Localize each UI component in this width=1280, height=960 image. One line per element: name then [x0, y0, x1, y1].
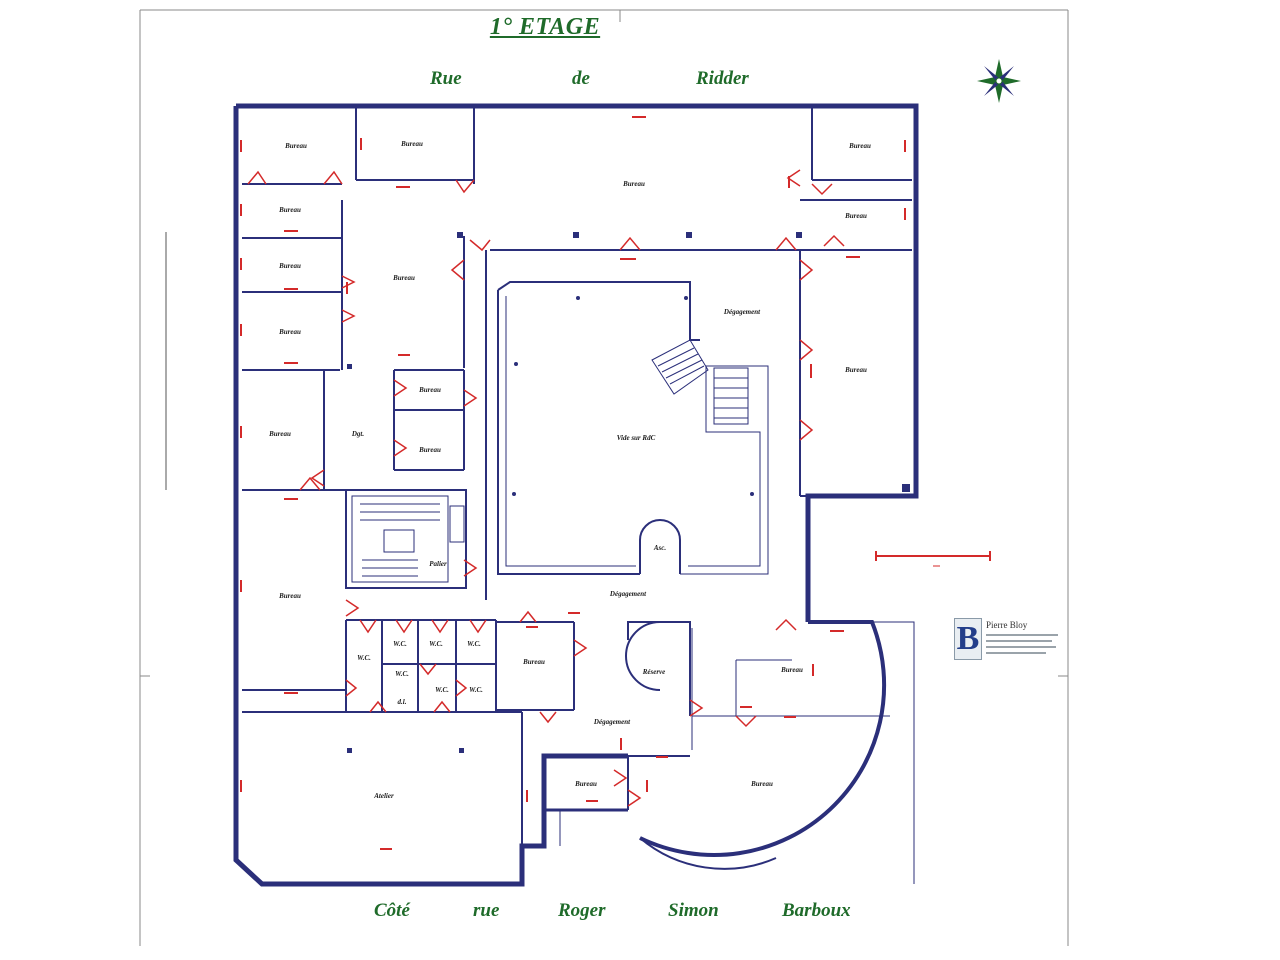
room-label-dgt: Dgt.	[351, 430, 365, 438]
paper-frame	[139, 9, 1069, 946]
room-label-bureau-17: Bureau	[574, 780, 597, 788]
room-label-atelier: Atelier	[373, 792, 394, 800]
room-label-wc-1: W.C.	[357, 654, 371, 662]
room-label-reserve: Réserve	[642, 668, 666, 676]
street-bottom-word-1: Côté	[374, 900, 410, 921]
street-bottom-word-3: Roger	[558, 900, 606, 921]
room-label-bureau-7: Bureau	[278, 262, 301, 270]
room-label-palier: Palier	[429, 560, 447, 568]
interior-partitions	[242, 106, 912, 846]
room-label-wc-3: W.C.	[429, 640, 443, 648]
street-bottom-word-5: Barboux	[782, 900, 851, 921]
room-label-bureau-6: Bureau	[278, 206, 301, 214]
scale-bar	[875, 551, 991, 567]
room-label-bureau-9: Bureau	[392, 274, 415, 282]
room-label-wc-6: W.C.	[435, 686, 449, 694]
structural-columns	[347, 232, 910, 753]
main-staircase	[360, 503, 465, 577]
room-label-degagement-2: Dégagement	[609, 590, 647, 598]
room-label-bureau-13: Bureau	[844, 366, 867, 374]
room-label-bureau-8: Bureau	[278, 328, 301, 336]
room-label-bureau-2: Bureau	[400, 140, 423, 148]
logo-text-line	[986, 652, 1046, 654]
room-label-wc-2: W.C.	[393, 640, 407, 648]
street-top-word-1: Rue	[430, 68, 462, 89]
room-label-bureau-1: Bureau	[284, 142, 307, 150]
room-label-bureau-3: Bureau	[622, 180, 645, 188]
room-label-bureau-14: Bureau	[278, 592, 301, 600]
atrium-void	[497, 281, 769, 575]
door-swings	[247, 169, 845, 807]
logo-letter: B	[954, 618, 982, 660]
logo-text-line	[986, 634, 1058, 636]
logo-text-line	[986, 640, 1052, 642]
street-bottom-word-4: Simon	[668, 900, 719, 921]
curved-bay	[639, 620, 887, 870]
logo-text-line	[986, 646, 1056, 648]
plan-title: 1° ETAGE	[489, 14, 601, 40]
atrium-stair	[651, 339, 749, 425]
compass-icon	[977, 59, 1021, 103]
room-label-degagement-3: Dégagement	[593, 718, 631, 726]
exterior-walls	[233, 103, 919, 887]
room-label-degagement-1: Dégagement	[723, 308, 761, 316]
room-label-bureau-18: Bureau	[750, 780, 773, 788]
room-label-bureau-15: Bureau	[522, 658, 545, 666]
room-label-bureau-11: Bureau	[418, 446, 441, 454]
room-label-asc: Asc.	[653, 544, 667, 552]
room-label-wc-5: W.C.	[395, 670, 409, 678]
room-label-wc-4: W.C.	[467, 640, 481, 648]
room-label-bureau-12: Bureau	[268, 430, 291, 438]
logo-name: Pierre Bloy	[986, 620, 1028, 630]
room-label-bureau-5: Bureau	[844, 212, 867, 220]
street-bottom-word-2: rue	[473, 900, 500, 921]
street-top-word-3: Ridder	[696, 68, 749, 89]
room-label-wc-7: W.C.	[469, 686, 483, 694]
room-label-bureau-16: Bureau	[780, 666, 803, 674]
room-labels: Bureau Bureau Bureau Bureau Bureau Burea…	[268, 140, 871, 800]
architect-logo: B Pierre Bloy	[952, 618, 1062, 660]
room-label-bureau-10: Bureau	[418, 386, 441, 394]
room-label-bureau-4: Bureau	[848, 142, 871, 150]
room-label-dl: d.l.	[398, 698, 407, 706]
room-label-vide-sur-rdc: Vide sur RdC	[617, 434, 656, 442]
dimension-marks	[240, 116, 906, 850]
street-top-word-2: de	[572, 68, 590, 89]
